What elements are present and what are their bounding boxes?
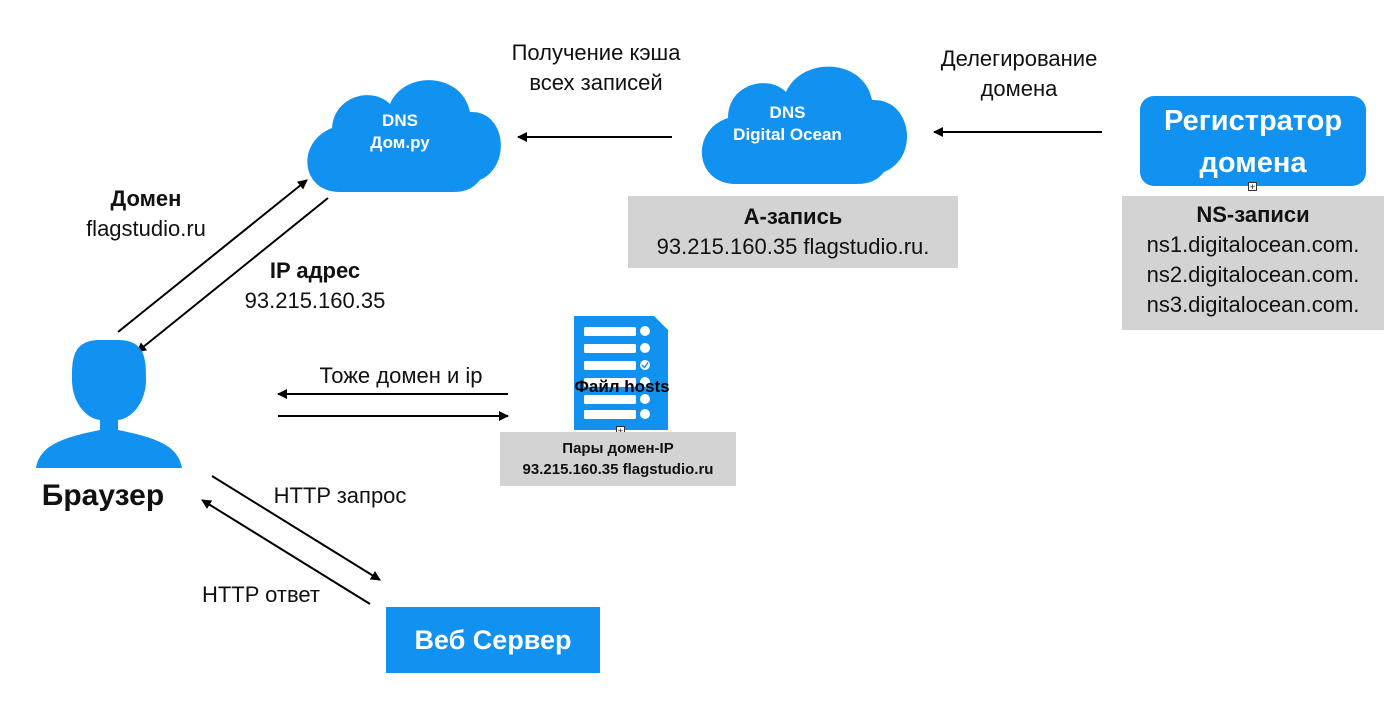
ip-label: IP адрес 93.215.160.35 (220, 256, 410, 316)
domain-title: Домен (110, 186, 182, 211)
domain-value: flagstudio.ru (86, 216, 206, 241)
cloud-domru-label: DNS Дом.ру (330, 110, 470, 154)
cache-label: Получение кэша всех записей (511, 40, 681, 95)
resize-handle[interactable] (1248, 182, 1257, 191)
ns-records-note: NS-записи ns1.digitalocean.com. ns2.digi… (1122, 196, 1384, 330)
hosts-same-label: Тоже домен и ip (319, 363, 483, 388)
domain-label: Домен flagstudio.ru (56, 184, 236, 244)
registrar-box: Регистратор домена (1140, 96, 1366, 186)
arrow-domain-request (117, 179, 308, 333)
cloud-domru-line1: DNS (382, 111, 418, 130)
a-record-title: А-запись (743, 204, 843, 229)
a-record-value: 93.215.160.35 flagstudio.ru. (656, 234, 930, 259)
cloud-digitalocean-line2: Digital Ocean (733, 125, 842, 144)
hosts-file-title: Файл hosts (574, 377, 670, 396)
cloud-digitalocean-line1: DNS (769, 103, 806, 122)
ns-record-item: ns1.digitalocean.com. (1146, 232, 1360, 257)
ip-title: IP адрес (269, 258, 361, 283)
arrow-http-response (201, 499, 371, 605)
ns-records-title: NS-записи (1196, 202, 1310, 227)
hosts-pairs-note: Пары домен-IP 93.215.160.35 flagstudio.r… (500, 432, 736, 486)
web-server-box: Веб Сервер (386, 607, 600, 673)
hosts-pairs-title: Пары домен-IP (562, 440, 674, 457)
cloud-icon (307, 80, 501, 192)
ns-record-item: ns3.digitalocean.com. (1146, 292, 1360, 317)
document-list-icon (574, 316, 668, 430)
cloud-icon (701, 66, 907, 184)
browser-label: Браузер (41, 479, 165, 512)
delegation-label: Делегирование домена (940, 46, 1098, 101)
arrow-ip-response (136, 197, 329, 353)
user-icon (36, 340, 182, 468)
ns-record-item: ns2.digitalocean.com. (1146, 262, 1360, 287)
registrar-line2: домена (1199, 147, 1307, 179)
ip-value: 93.215.160.35 (244, 288, 386, 313)
arrow-http-request (211, 475, 381, 581)
a-record-note: А-запись 93.215.160.35 flagstudio.ru. (628, 196, 958, 268)
http-request-label: HTTP запрос (273, 483, 407, 508)
http-response-label: HTTP ответ (201, 582, 320, 607)
cloud-digitalocean-label: DNS Digital Ocean (700, 102, 875, 146)
registrar-line1: Регистратор (1163, 105, 1343, 137)
hosts-pairs-value: 93.215.160.35 flagstudio.ru (522, 461, 714, 478)
cloud-domru-line2: Дом.ру (370, 133, 430, 152)
